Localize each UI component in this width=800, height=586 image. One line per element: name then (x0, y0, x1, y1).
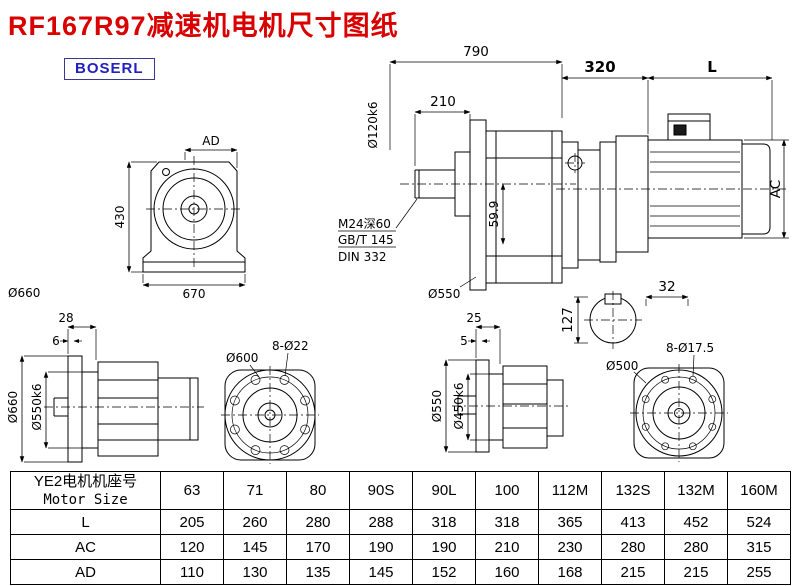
dim-127: 127 (560, 307, 576, 333)
dim-59-9: 59.9 (487, 201, 501, 228)
table-header-cn: YE2电机机座号 (33, 472, 138, 490)
table-cell: 315 (727, 534, 791, 560)
table-row-ac: AC 120 145 170 190 190 210 230 280 280 3… (10, 534, 791, 560)
dim-550-flange: Ø550 (428, 287, 460, 301)
table-cell: 168 (538, 559, 602, 585)
table-cell: 170 (286, 534, 350, 560)
table-cell: 210 (475, 534, 539, 560)
dim-bolt-circle-600: Ø600 (226, 351, 258, 365)
table-cell: 452 (664, 509, 728, 535)
dim-bolt-circle-500: Ø500 (606, 359, 638, 373)
gearbox-side-view: 790 210 Ø120k6 M24深60 GB/T 145 DIN 332 5… (338, 44, 576, 301)
dim-6: 6 (52, 334, 60, 348)
table-cell: 524 (727, 509, 791, 535)
dim-spigot-450k6: Ø450k6 (452, 383, 466, 430)
table-cell: 205 (160, 509, 224, 535)
table-cell: 145 (349, 559, 413, 585)
dim-430: 430 (113, 206, 127, 229)
brand-logo: BOSERL (64, 58, 155, 80)
page-title: RF167R97减速机电机尺寸图纸 (8, 11, 399, 41)
dim-25: 25 (466, 311, 481, 325)
table-col-header: 90L (412, 471, 476, 510)
dim-ac: AC (768, 180, 784, 198)
dim-5: 5 (460, 334, 468, 348)
dim-670: 670 (183, 287, 206, 301)
label-tap-hole: M24深60 (338, 217, 391, 231)
table-header-motor-size: YE2电机机座号 Motor Size (10, 471, 161, 510)
output-shaft-section: 32 127 (560, 279, 689, 349)
flange-side-view-550: 25 5 Ø550 Ø450k6 (430, 311, 568, 453)
table-cell: 160 (475, 559, 539, 585)
dim-holes-8x22: 8-Ø22 (272, 339, 309, 353)
row-label: AC (10, 534, 161, 560)
table-cell: 145 (223, 534, 287, 560)
table-cell: 280 (664, 534, 728, 560)
row-label: AD (10, 559, 161, 585)
dim-flange-550: Ø550 (430, 390, 444, 422)
table-col-header: 71 (223, 471, 287, 510)
table-col-header: 90S (349, 471, 413, 510)
gearbox-front-view: AD 430 670 Ø660 (8, 134, 246, 301)
table-col-header: 80 (286, 471, 350, 510)
table-cell: 413 (601, 509, 665, 535)
label-std-din: DIN 332 (338, 250, 386, 264)
dim-28: 28 (58, 311, 73, 325)
dim-spigot-550k6: Ø550k6 (30, 384, 44, 431)
table-header-row: YE2电机机座号 Motor Size 63 71 80 90S 90L 100… (10, 471, 791, 510)
row-label: L (10, 509, 161, 535)
motor-side-view: AC 320 L (556, 58, 789, 269)
table-cell: 120 (160, 534, 224, 560)
table-cell: 135 (286, 559, 350, 585)
table-cell: 260 (223, 509, 287, 535)
table-cell: 215 (601, 559, 665, 585)
label-std-gbt: GB/T 145 (338, 233, 394, 247)
table-col-header: 132S (601, 471, 665, 510)
table-cell: 230 (538, 534, 602, 560)
dim-320: 320 (584, 58, 615, 76)
table-col-header: 100 (475, 471, 539, 510)
dim-210: 210 (430, 94, 456, 110)
table-col-header: 160M (727, 471, 791, 510)
dim-l: L (707, 58, 717, 76)
table-cell: 288 (349, 509, 413, 535)
table-cell: 130 (223, 559, 287, 585)
table-row-ad: AD 110 130 135 145 152 160 168 215 215 2… (10, 559, 791, 585)
table-cell: 110 (160, 559, 224, 585)
table-cell: 318 (475, 509, 539, 535)
table-col-header: 132M (664, 471, 728, 510)
table-col-header: 63 (160, 471, 224, 510)
technical-drawing: AD 430 670 Ø660 (6, 44, 789, 464)
table-cell: 365 (538, 509, 602, 535)
table-cell: 280 (286, 509, 350, 535)
dim-ad: AD (202, 134, 219, 148)
dim-shaft-dia: Ø120k6 (366, 102, 380, 149)
table-cell: 255 (727, 559, 791, 585)
table-cell: 190 (412, 534, 476, 560)
flange-face-view-600: Ø600 8-Ø22 (221, 339, 319, 464)
table-col-header: 112M (538, 471, 602, 510)
table-cell: 280 (601, 534, 665, 560)
flange-face-view-500: Ø500 8-Ø17.5 (606, 341, 728, 462)
dim-790: 790 (463, 44, 489, 60)
dim-holes-8x17-5: 8-Ø17.5 (666, 341, 714, 355)
table-cell: 215 (664, 559, 728, 585)
dim-660: Ø660 (8, 286, 40, 300)
dim-32: 32 (658, 279, 675, 295)
table-header-en: Motor Size (43, 491, 128, 508)
dim-flange-660: Ø660 (6, 391, 20, 423)
table-cell: 152 (412, 559, 476, 585)
table-cell: 190 (349, 534, 413, 560)
motor-size-table: YE2电机机座号 Motor Size 63 71 80 90S 90L 100… (10, 471, 791, 585)
flange-side-view-660: 28 6 Ø660 Ø550k6 (6, 311, 204, 463)
table-cell: 318 (412, 509, 476, 535)
table-row-l: L 205 260 280 288 318 318 365 413 452 52… (10, 509, 791, 535)
